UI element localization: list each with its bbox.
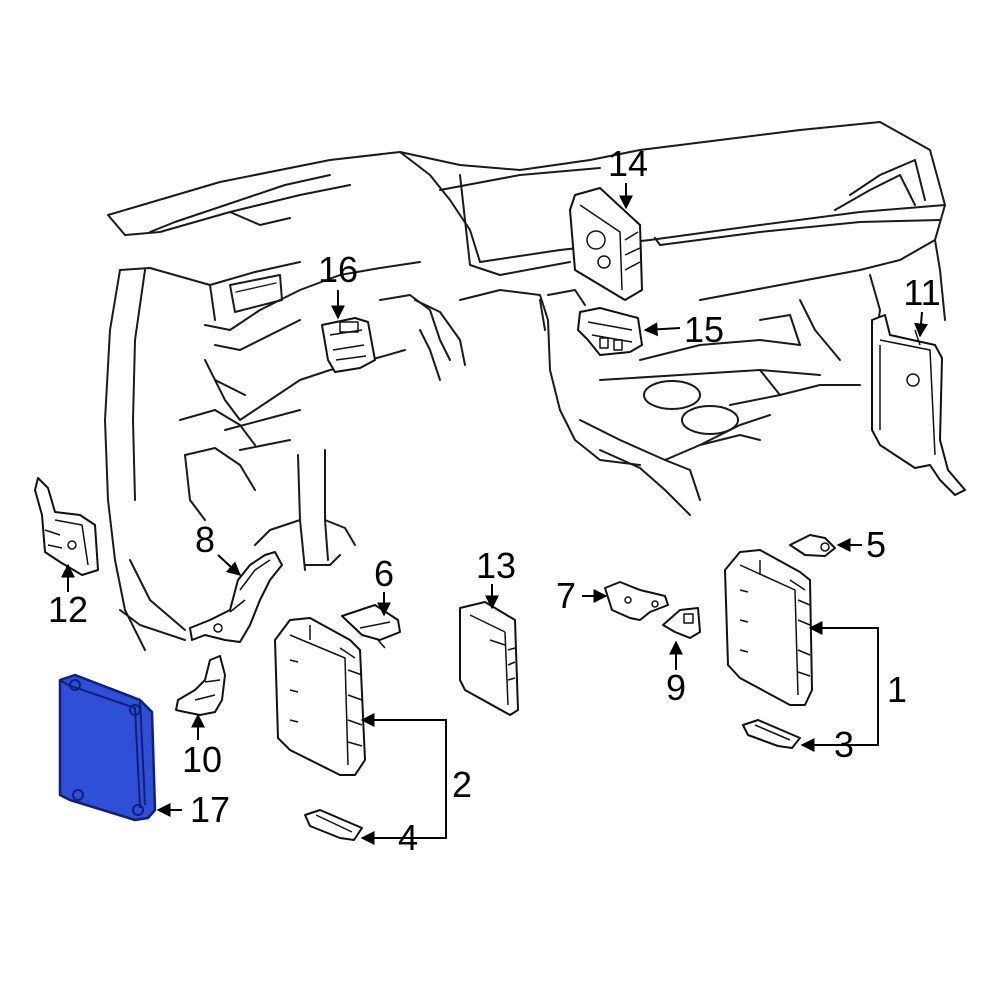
part-2-junction-block[interactable] <box>274 617 366 776</box>
part-4-cover[interactable] <box>304 809 363 841</box>
callout-2: 2 <box>452 764 472 805</box>
callout-8: 8 <box>195 519 215 560</box>
leader-2a <box>360 713 447 785</box>
dashboard-outline <box>104 121 946 651</box>
leader-1b <box>800 690 879 752</box>
callout-10: 10 <box>182 739 222 780</box>
part-8-bracket[interactable] <box>189 551 283 643</box>
part-10-bracket[interactable] <box>175 655 226 716</box>
part-16-module[interactable] <box>321 317 376 373</box>
callout-labels: 16 14 15 11 12 8 10 6 13 7 9 5 1 3 2 4 1… <box>48 143 941 858</box>
part-15-module[interactable] <box>577 307 643 356</box>
part-12-bracket[interactable] <box>34 477 99 576</box>
callout-15: 15 <box>684 309 724 350</box>
leader-2b <box>360 785 447 845</box>
leader-15 <box>643 322 681 337</box>
callout-14: 14 <box>608 143 648 184</box>
part-13-module[interactable] <box>459 601 519 716</box>
part-17-module-highlighted[interactable] <box>58 673 157 822</box>
part-14-module[interactable] <box>569 187 643 301</box>
callout-3: 3 <box>834 724 854 765</box>
part-7-bracket[interactable] <box>604 581 669 621</box>
callout-17: 17 <box>190 789 230 830</box>
callout-1: 1 <box>887 669 907 710</box>
callout-12: 12 <box>48 589 88 630</box>
part-5-bracket[interactable] <box>789 534 836 557</box>
callout-11: 11 <box>903 272 940 313</box>
leader-1a <box>808 621 879 690</box>
part-1-junction-block[interactable] <box>724 549 813 706</box>
part-11-module[interactable] <box>871 314 966 496</box>
leader-11 <box>914 311 929 338</box>
callout-6: 6 <box>374 553 394 594</box>
callout-4: 4 <box>398 817 418 858</box>
leader-8 <box>217 554 242 576</box>
part-9-bracket[interactable] <box>662 607 701 639</box>
callout-16: 16 <box>318 249 358 290</box>
callout-7: 7 <box>556 575 576 616</box>
callout-9: 9 <box>666 667 686 708</box>
part-3-cover[interactable] <box>742 719 801 749</box>
callout-13: 13 <box>476 545 516 586</box>
callout-5: 5 <box>866 524 886 565</box>
leader-lines <box>61 183 929 845</box>
